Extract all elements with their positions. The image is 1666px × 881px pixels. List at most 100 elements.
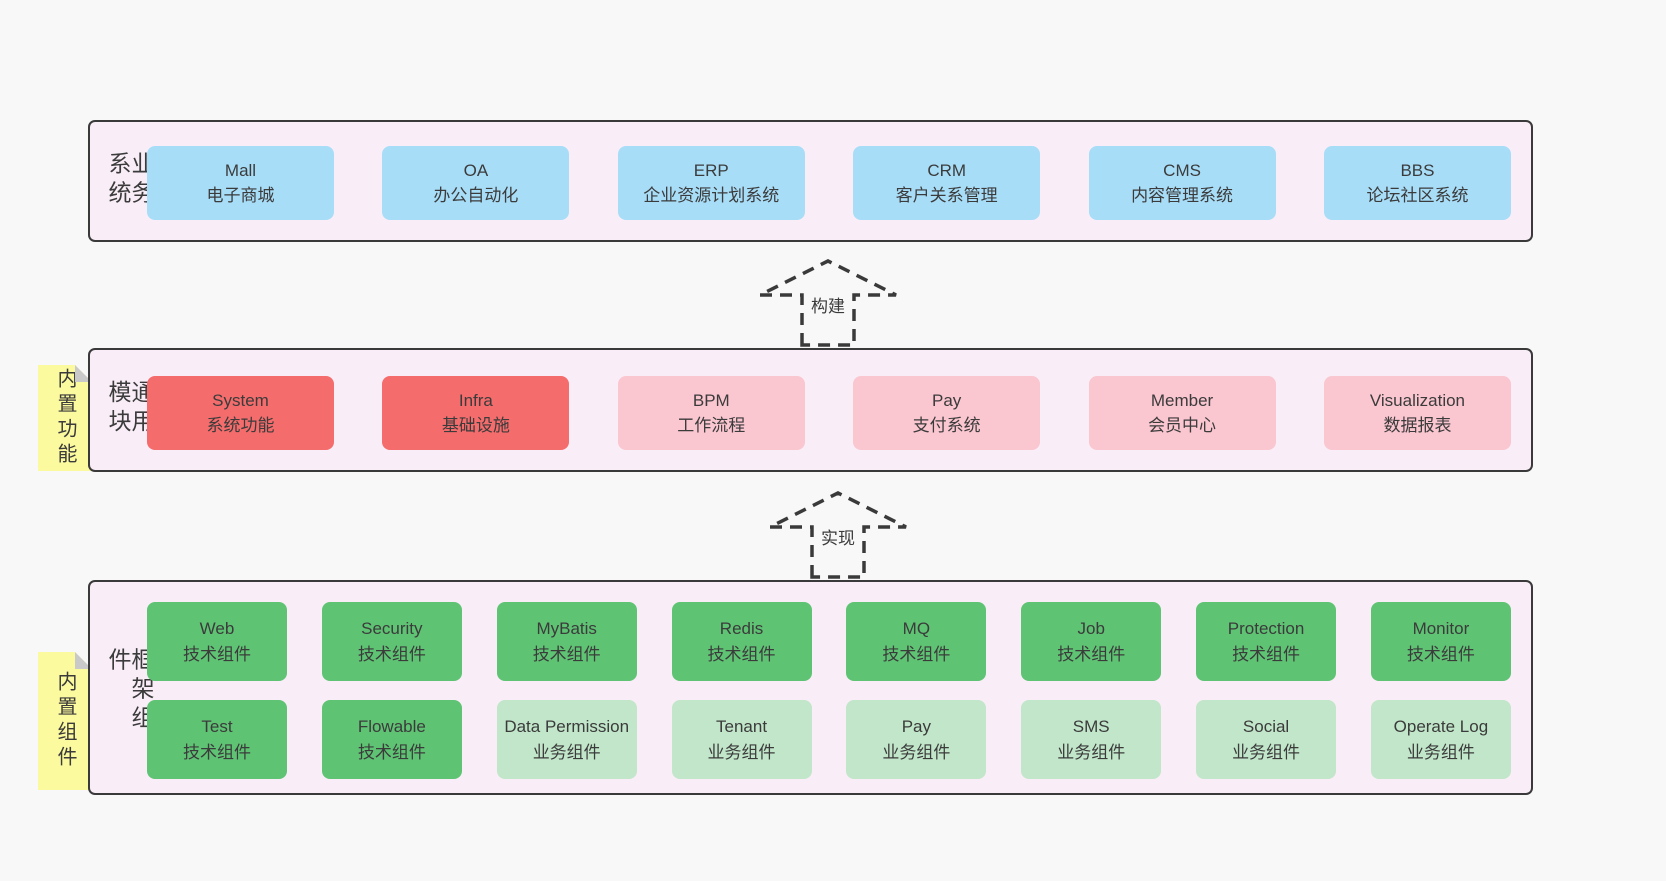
sticky-note-builtin-features: 内置功能 — [38, 365, 92, 471]
framework-components-row-2: Test 技术组件 Flowable 技术组件 Data Permission … — [147, 700, 1511, 779]
box-job: Job 技术组件 — [1021, 602, 1162, 681]
common-modules-row: System 系统功能 Infra 基础设施 BPM 工作流程 Pay 支付系统… — [147, 376, 1511, 450]
box-monitor: Monitor 技术组件 — [1370, 602, 1511, 681]
sticky-note-builtin-components: 内置组件 — [38, 652, 92, 790]
box-title: Infra — [458, 390, 493, 410]
implement-arrow: 实现 — [763, 487, 913, 579]
box-title: Web — [199, 619, 235, 638]
box-visualization: Visualization 数据报表 — [1323, 376, 1511, 450]
box-title: Protection — [1227, 619, 1305, 638]
box-data-permission: Data Permission 业务组件 — [496, 700, 637, 779]
box-mall: Mall 电子商城 — [147, 146, 334, 220]
band-common-modules: 通用模块 System 系统功能 Infra 基础设施 BPM 工作流程 Pay… — [88, 348, 1533, 472]
box-crm: CRM 客户关系管理 — [853, 146, 1041, 220]
box-subtitle: 工作流程 — [677, 416, 746, 435]
sticky-note-label: 内置组件 — [54, 671, 76, 771]
box-subtitle: 基础设施 — [441, 416, 510, 435]
box-subtitle: 业务组件 — [1232, 742, 1301, 762]
box-subtitle: 数据报表 — [1383, 416, 1452, 435]
band-framework-components: 框架组件 Web 技术组件 Security 技术组件 MyBatis 技术组件… — [88, 580, 1533, 795]
box-redis: Redis 技术组件 — [671, 602, 812, 681]
box-protection: Protection 技术组件 — [1196, 602, 1337, 681]
box-pay-module: Pay 支付系统 — [853, 376, 1041, 450]
box-subtitle: 技术组件 — [882, 644, 951, 664]
dashed-up-arrow-icon — [759, 259, 897, 347]
box-subtitle: 技术组件 — [1406, 644, 1475, 664]
box-subtitle: 业务组件 — [882, 742, 951, 762]
box-title: Visualization — [1369, 390, 1466, 410]
box-subtitle: 业务组件 — [1406, 742, 1475, 762]
box-subtitle: 内容管理系统 — [1131, 186, 1234, 205]
box-flowable: Flowable 技术组件 — [321, 700, 462, 779]
box-web: Web 技术组件 — [147, 602, 287, 681]
box-title: Tenant — [716, 717, 768, 736]
box-sms: SMS 业务组件 — [1021, 700, 1162, 779]
box-title: Data Permission — [504, 717, 630, 736]
box-subtitle: 技术组件 — [1232, 644, 1301, 664]
box-test: Test 技术组件 — [147, 700, 287, 779]
box-subtitle: 技术组件 — [1057, 644, 1126, 664]
box-subtitle: 客户关系管理 — [895, 186, 998, 205]
box-title: SMS — [1072, 717, 1110, 736]
box-title: ERP — [693, 160, 729, 180]
box-pay-component: Pay 业务组件 — [846, 700, 987, 779]
box-title: Pay — [932, 390, 962, 410]
box-title: Operate Log — [1393, 717, 1489, 736]
box-system: System 系统功能 — [147, 376, 334, 450]
box-bpm: BPM 工作流程 — [617, 376, 805, 450]
box-subtitle: 会员中心 — [1148, 416, 1217, 435]
box-oa: OA 办公自动化 — [382, 146, 570, 220]
box-title: OA — [463, 160, 489, 180]
box-subtitle: 技术组件 — [532, 644, 601, 664]
band-business-systems: 业务系统 Mall 电子商城 OA 办公自动化 ERP 企业资源计划系统 CRM… — [88, 120, 1533, 242]
build-arrow-label: 构建 — [808, 292, 848, 317]
box-title: BPM — [692, 390, 730, 410]
box-title: MQ — [902, 619, 931, 638]
box-subtitle: 技术组件 — [707, 644, 776, 664]
implement-arrow-label: 实现 — [818, 524, 858, 549]
box-tenant: Tenant 业务组件 — [671, 700, 812, 779]
box-title: BBS — [1400, 160, 1435, 180]
box-subtitle: 业务组件 — [532, 742, 601, 762]
box-title: CMS — [1163, 160, 1201, 180]
box-title: Member — [1150, 390, 1214, 410]
box-subtitle: 企业资源计划系统 — [643, 186, 780, 205]
box-social: Social 业务组件 — [1196, 700, 1337, 779]
box-title: Pay — [901, 717, 932, 736]
box-title: Job — [1077, 619, 1105, 638]
box-subtitle: 业务组件 — [1057, 742, 1126, 762]
box-title: Monitor — [1412, 619, 1470, 638]
box-erp: ERP 企业资源计划系统 — [617, 146, 805, 220]
box-subtitle: 电子商城 — [206, 186, 275, 205]
box-cms: CMS 内容管理系统 — [1088, 146, 1276, 220]
box-bbs: BBS 论坛社区系统 — [1323, 146, 1511, 220]
box-infra: Infra 基础设施 — [382, 376, 570, 450]
box-subtitle: 技术组件 — [357, 644, 426, 664]
box-mq: MQ 技术组件 — [846, 602, 987, 681]
box-security: Security 技术组件 — [321, 602, 462, 681]
box-title: System — [212, 390, 269, 410]
box-title: MyBatis — [536, 619, 597, 638]
box-title: Redis — [719, 619, 764, 638]
box-title: Flowable — [357, 717, 426, 736]
box-title: CRM — [927, 160, 967, 180]
box-subtitle: 支付系统 — [912, 416, 981, 435]
band-label-framework-components: 框架组件 — [105, 647, 154, 735]
build-arrow: 构建 — [753, 255, 903, 347]
box-title: Social — [1242, 717, 1290, 736]
dashed-up-arrow-icon — [769, 491, 907, 579]
box-title: Test — [201, 717, 233, 736]
box-subtitle: 技术组件 — [357, 742, 426, 762]
box-mybatis: MyBatis 技术组件 — [496, 602, 637, 681]
box-subtitle: 业务组件 — [707, 742, 776, 762]
framework-components-row-1: Web 技术组件 Security 技术组件 MyBatis 技术组件 Redi… — [147, 602, 1511, 681]
sticky-note-label: 内置功能 — [54, 368, 76, 468]
band-label-business-systems: 业务系统 — [105, 151, 154, 210]
box-title: Security — [361, 619, 423, 638]
box-member: Member 会员中心 — [1088, 376, 1276, 450]
box-subtitle: 技术组件 — [183, 644, 251, 664]
box-title: Mall — [224, 160, 257, 180]
box-subtitle: 技术组件 — [183, 742, 251, 762]
band-label-common-modules: 通用模块 — [105, 380, 154, 438]
